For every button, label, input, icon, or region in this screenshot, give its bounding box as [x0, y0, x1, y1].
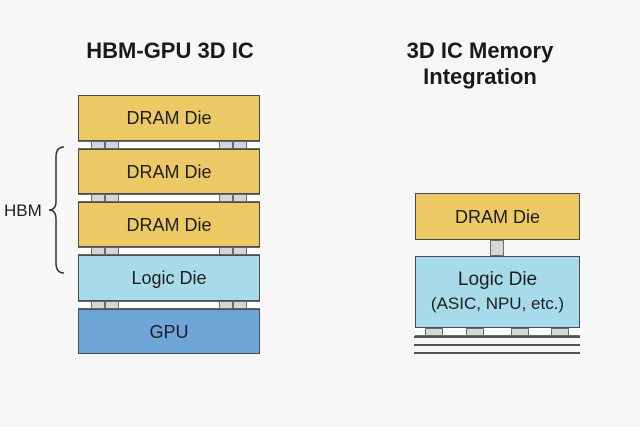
micro-bump	[233, 194, 247, 202]
hbm-brace-icon	[48, 146, 65, 274]
micro-bump	[91, 247, 105, 255]
micro-bump	[233, 141, 247, 149]
micro-bump	[105, 194, 119, 202]
micro-bump	[219, 141, 233, 149]
logic-die: Logic Die	[78, 255, 260, 301]
micro-bump	[219, 301, 233, 309]
dram-die-label: DRAM Die	[454, 206, 540, 227]
tsv-connector	[490, 240, 504, 256]
gpu-die: GPU	[78, 309, 260, 354]
dram-die-label: DRAM Die	[126, 108, 212, 128]
dram-die-label: DRAM Die	[126, 214, 212, 235]
micro-bump	[91, 301, 105, 309]
micro-bump	[105, 301, 119, 309]
dram-die: DRAM Die	[415, 193, 580, 240]
micro-bump	[91, 141, 105, 149]
substrate-layer	[414, 344, 580, 346]
right-title: 3D IC Memory Integration	[360, 38, 600, 90]
solder-bump	[511, 328, 529, 336]
right-title-line2: Integration	[423, 64, 537, 89]
substrate-layer	[414, 336, 580, 338]
solder-bump	[551, 328, 569, 336]
dram-die: DRAM Die	[78, 202, 260, 247]
micro-bump	[233, 247, 247, 255]
micro-bump	[105, 141, 119, 149]
micro-bump	[91, 194, 105, 202]
logic-die-label: Logic Die	[131, 268, 207, 288]
solder-bump	[466, 328, 484, 336]
interposer-gap	[78, 141, 260, 149]
micro-bump	[105, 247, 119, 255]
logic-die-sublabel: (ASIC, NPU, etc.)	[430, 294, 565, 313]
substrate-gap	[415, 328, 580, 336]
logic-die-label: Logic Die	[457, 269, 538, 290]
dram-die: DRAM Die	[78, 149, 260, 194]
hbm-label: HBM	[4, 201, 42, 220]
gpu-die-label: GPU	[149, 321, 189, 342]
interposer-gap	[78, 301, 260, 309]
dram-die-label: DRAM Die	[126, 161, 212, 182]
interposer-gap	[78, 247, 260, 255]
micro-bump	[233, 301, 247, 309]
solder-bump	[425, 328, 443, 336]
micro-bump	[219, 194, 233, 202]
logic-die: Logic Die (ASIC, NPU, etc.)	[415, 256, 580, 328]
substrate-layer	[414, 352, 580, 354]
interposer-gap	[78, 194, 260, 202]
dram-die: DRAM Die	[78, 95, 260, 141]
left-title: HBM-GPU 3D IC	[86, 38, 254, 63]
micro-bump	[219, 247, 233, 255]
right-title-line1: 3D IC Memory	[406, 38, 554, 63]
